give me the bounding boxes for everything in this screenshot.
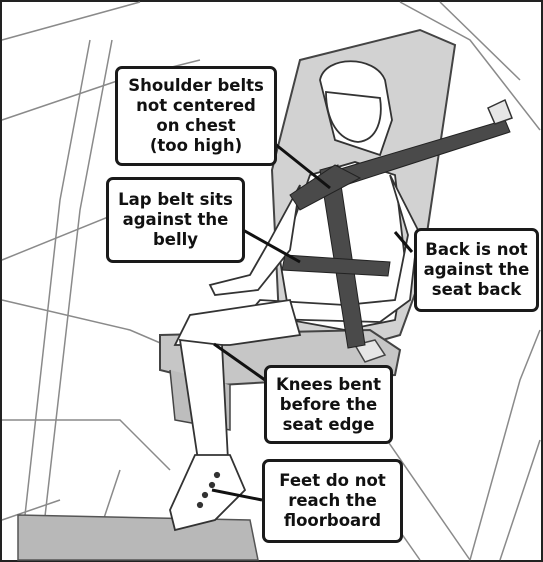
callout-back-not-against-seat: Back is not against the seat back: [414, 228, 539, 312]
callout-knees-bent: Knees bent before the seat edge: [264, 365, 393, 444]
floorboard: [18, 515, 258, 560]
callout-lap-belt: Lap belt sits against the belly: [106, 177, 245, 263]
callout-feet-floorboard: Feet do not reach the floorboard: [262, 459, 403, 543]
callout-shoulder-belts: Shoulder belts not centered on chest (to…: [115, 66, 277, 166]
